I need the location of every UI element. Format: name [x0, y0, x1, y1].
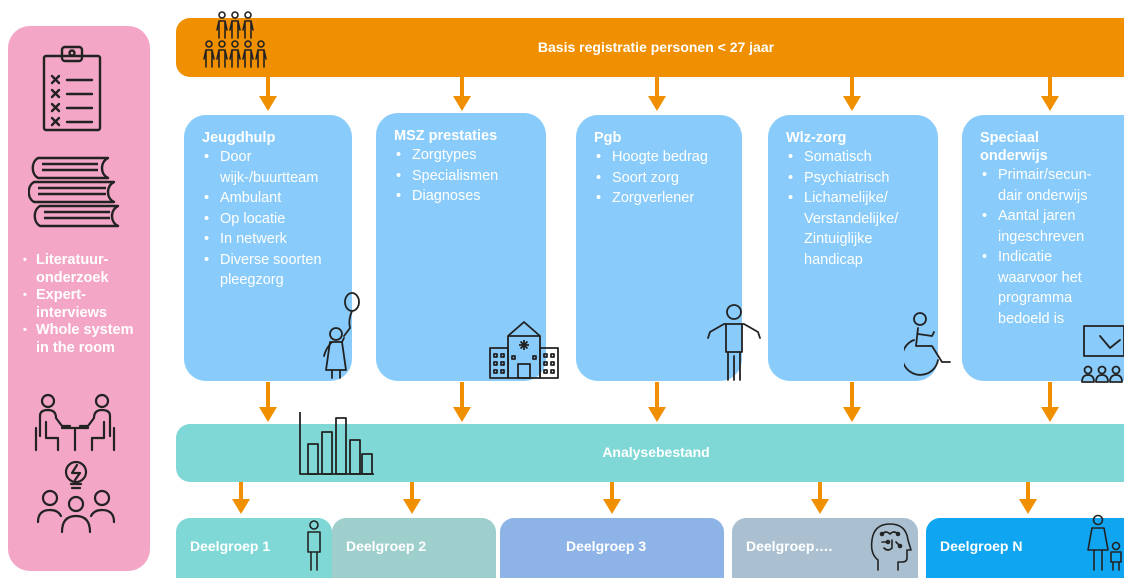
category-speciaal-onderwijs: Speciaal onderwijs Primair/secun-dair on…: [962, 115, 1124, 381]
meeting-icon: [34, 393, 116, 452]
category-item: Psychiatrisch: [786, 168, 920, 189]
subgroup-label: Deelgroep N: [940, 538, 1023, 554]
category-item: Zorgverlener: [594, 188, 714, 209]
category-title: MSZ prestaties: [394, 128, 498, 144]
method-item: Whole system in the room: [8, 322, 150, 357]
subgroup-1: Deelgroep 1: [176, 518, 332, 578]
category-items: Door wijk-/buurtteam Ambulant Op locatie…: [202, 147, 322, 291]
hospital-icon: [489, 321, 559, 379]
category-item: Specialismen: [394, 166, 536, 187]
category-item: Op locatie: [202, 209, 322, 230]
category-title: Jeugdhulp: [202, 130, 276, 146]
category-item: Primair/secun-dair onderwijs: [980, 165, 1110, 206]
books-icon: [28, 156, 120, 228]
bar-chart-icon: [299, 412, 374, 475]
population-bar: Basis registratie personen < 27 jaar: [176, 18, 1124, 77]
category-pgb: Pgb Hoogte bedrag Soort zorg Zorgverlene…: [576, 115, 742, 381]
category-item: Diverse soorten pleegzorg: [202, 250, 322, 291]
person-small-icon: [307, 520, 321, 571]
category-item: Lichamelijke/ Verstandelijke/ Zintuiglij…: [786, 188, 920, 270]
brainstorm-icon: [36, 460, 116, 534]
category-item: Zorgtypes: [394, 145, 536, 166]
category-items: Hoogte bedrag Soort zorg Zorgverlener: [594, 147, 714, 209]
analysis-bar-label: Analysebestand: [602, 444, 710, 460]
category-wlz: Wlz-zorg Somatisch Psychiatrisch Lichame…: [768, 115, 938, 381]
subgroup-n: Deelgroep N: [926, 518, 1124, 578]
method-item: Expert-interviews: [8, 287, 150, 322]
category-item: Soort zorg: [594, 168, 714, 189]
category-jeugdhulp: Jeugdhulp Door wijk-/buurtteam Ambulant …: [184, 115, 352, 381]
category-title: Pgb: [594, 130, 622, 146]
people-group-icon: [203, 11, 267, 68]
category-title: Speciaal onderwijs: [980, 130, 1048, 164]
analysis-bar: Analysebestand: [176, 424, 1124, 482]
person-icon: [707, 304, 761, 381]
brain-icon: [870, 523, 912, 571]
category-items: Zorgtypes Specialismen Diagnoses: [394, 145, 536, 207]
category-items: Primair/secun-dair onderwijs Aantal jare…: [980, 165, 1110, 329]
category-item: Ambulant: [202, 188, 322, 209]
category-item: Diagnoses: [394, 186, 536, 207]
population-bar-label: Basis registratie personen < 27 jaar: [537, 39, 775, 55]
checklist-icon: [42, 45, 102, 132]
subgroup-label: Deelgroep 1: [190, 538, 271, 554]
subgroup-3: Deelgroep 3: [500, 518, 724, 578]
child-balloon-icon: [323, 292, 360, 379]
subgroup-label: Deelgroep 3: [566, 538, 647, 554]
category-item: Indicatie waarvoor het programma bedoeld…: [980, 247, 1110, 329]
category-item: Aantal jaren ingeschreven: [980, 206, 1110, 247]
category-title: Wlz-zorg: [786, 130, 847, 146]
category-item: Somatisch: [786, 147, 920, 168]
category-item: Hoogte bedrag: [594, 147, 714, 168]
subgroup-label: Deelgroep 2: [346, 538, 427, 554]
subgroup-label: Deelgroep….: [746, 538, 833, 554]
subgroup-2: Deelgroep 2: [332, 518, 496, 578]
methods-list: Literatuur-onderzoek Expert-interviews W…: [8, 252, 150, 357]
category-items: Somatisch Psychiatrisch Lichamelijke/ Ve…: [786, 147, 920, 270]
teacher-icon: [1081, 325, 1124, 383]
method-item: Literatuur-onderzoek: [8, 252, 150, 287]
subgroup-4: Deelgroep….: [732, 518, 918, 578]
category-item: Door wijk-/buurtteam: [202, 147, 322, 188]
wheelchair-icon: [904, 312, 951, 376]
family-icon: [1087, 514, 1122, 571]
category-item: In netwerk: [202, 229, 322, 250]
